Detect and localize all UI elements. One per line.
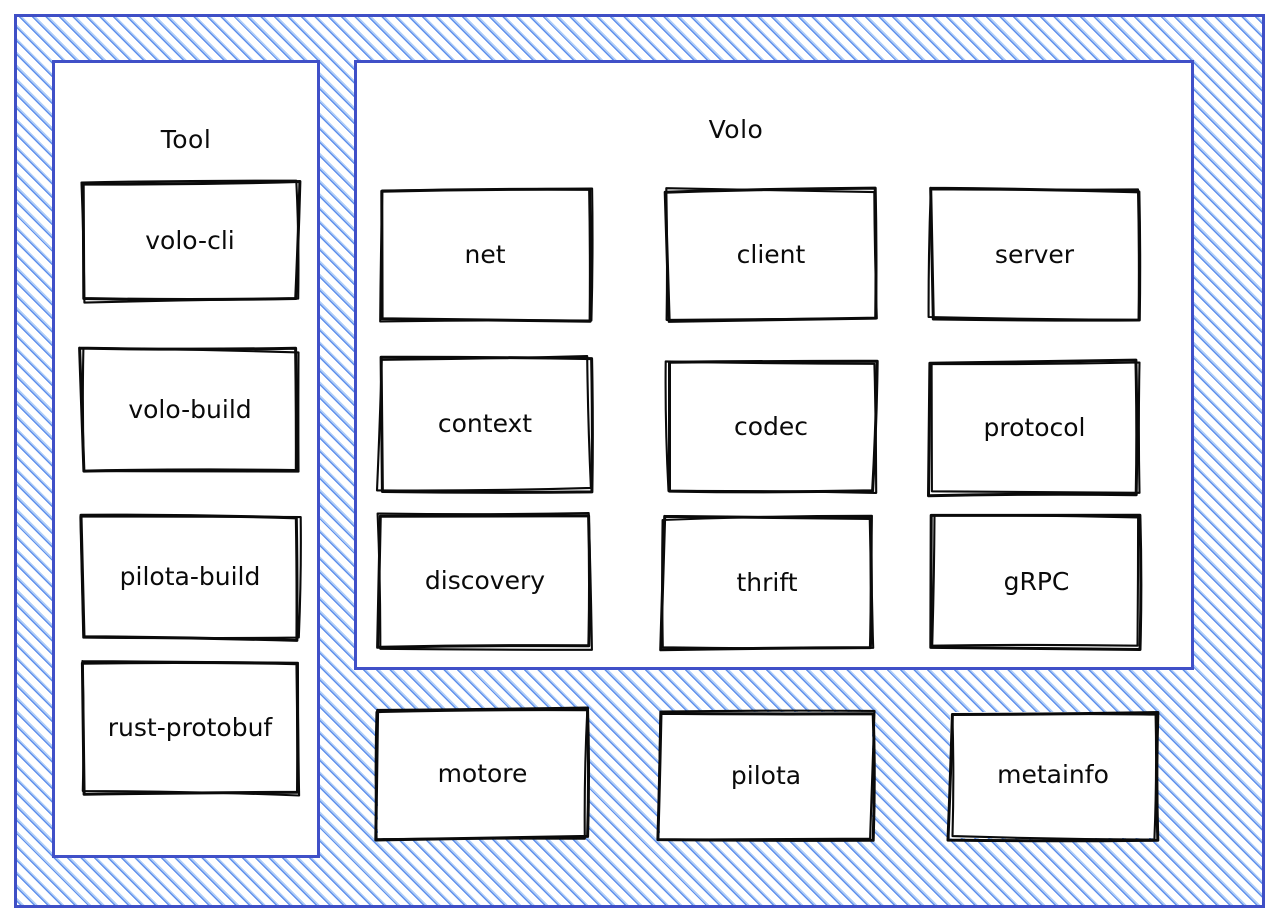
node-label: client	[736, 240, 806, 269]
group-title-tool: Tool	[160, 125, 212, 154]
node-context[interactable]: context	[375, 355, 594, 494]
node-label: thrift	[736, 568, 798, 597]
node-label: metainfo	[997, 760, 1109, 789]
node-volo-cli[interactable]: volo-cli	[80, 179, 302, 304]
node-label: volo-cli	[145, 226, 235, 255]
node-protocol[interactable]: protocol	[927, 358, 1141, 498]
node-volo-build[interactable]: volo-build	[78, 346, 300, 473]
node-label: volo-build	[128, 395, 252, 424]
node-label: rust-protobuf	[107, 713, 273, 742]
node-server[interactable]: server	[927, 186, 1142, 322]
node-rust-protobuf[interactable]: rust-protobuf	[80, 660, 301, 797]
node-pilota[interactable]: pilota	[656, 709, 876, 842]
group-title-volo: Volo	[708, 115, 764, 144]
node-discovery[interactable]: discovery	[376, 512, 593, 651]
node-client[interactable]: client	[663, 186, 878, 323]
node-label: pilota-build	[119, 562, 261, 591]
node-label: server	[994, 240, 1075, 269]
node-label: discovery	[424, 566, 546, 595]
node-grpc[interactable]: gRPC	[929, 513, 1143, 651]
node-net[interactable]: net	[379, 187, 594, 323]
node-label: context	[437, 409, 533, 438]
node-label: pilota	[730, 761, 802, 790]
node-label: protocol	[983, 413, 1086, 442]
node-codec[interactable]: codec	[664, 359, 879, 494]
node-label: codec	[733, 412, 809, 441]
node-pilota-build[interactable]: pilota-build	[79, 513, 302, 642]
node-label: net	[464, 240, 506, 269]
node-label: motore	[437, 759, 528, 788]
node-label: gRPC	[1003, 567, 1070, 596]
node-motore[interactable]: motore	[374, 706, 591, 842]
node-metainfo[interactable]: metainfo	[946, 711, 1160, 843]
node-thrift[interactable]: thrift	[659, 514, 875, 652]
